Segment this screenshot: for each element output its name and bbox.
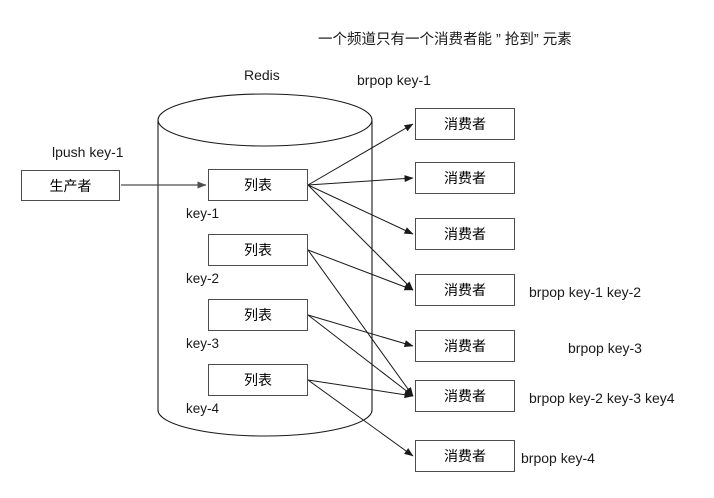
consumer-box-3[interactable]: 消费者 (415, 218, 515, 250)
consumer-label: 消费者 (444, 388, 486, 404)
consumer-box-1[interactable]: 消费者 (415, 108, 515, 140)
consumer-command-label-4: brpop key-1 key-2 (529, 284, 642, 300)
consumer-box-6[interactable]: 消费者 (415, 380, 515, 412)
arrows-from-list-key-2 (307, 249, 414, 397)
key-label-4: key-4 (186, 401, 220, 416)
consumer-label: 消费者 (444, 226, 486, 242)
consumer-label: 消费者 (444, 282, 486, 298)
producer-label: 生产者 (49, 177, 92, 194)
consumer-label: 消费者 (444, 116, 486, 132)
arrows-from-list-key-4 (307, 379, 414, 457)
producer-box[interactable]: 生产者 (21, 170, 120, 201)
key-label-3: key-3 (186, 336, 220, 351)
key-label-2: key-2 (186, 271, 220, 286)
arrows-from-list-key-1 (307, 123, 414, 291)
consumer-label: 消费者 (444, 170, 486, 186)
redis-label: Redis (244, 67, 280, 83)
consumer-label: 消费者 (444, 448, 486, 464)
list-box-key-3[interactable]: 列表 (208, 299, 308, 331)
redis-cylinder (157, 93, 373, 437)
producer-command-label: lpush key-1 (52, 144, 124, 160)
consumer-box-2[interactable]: 消费者 (415, 162, 515, 194)
consumer-command-label-7: brpop key-4 (521, 450, 595, 466)
consumer-command-label-1: brpop key-1 (357, 72, 431, 88)
consumer-box-4[interactable]: 消费者 (415, 274, 515, 306)
consumer-label: 消费者 (444, 338, 486, 354)
page-title: 一个频道只有一个消费者能 ” 抢到” 元素 (318, 32, 572, 48)
list-label: 列表 (244, 242, 272, 258)
consumer-box-5[interactable]: 消费者 (415, 330, 515, 362)
arrows-from-list-key-3 (307, 314, 414, 397)
list-label: 列表 (244, 177, 272, 193)
list-label: 列表 (244, 372, 272, 388)
key-label-1: key-1 (186, 206, 220, 221)
list-box-key-1[interactable]: 列表 (208, 169, 308, 201)
list-label: 列表 (244, 307, 272, 323)
consumer-command-label-6: brpop key-2 key-3 key4 (529, 390, 675, 406)
consumer-box-7[interactable]: 消费者 (415, 440, 515, 472)
list-box-key-2[interactable]: 列表 (208, 234, 308, 266)
list-box-key-4[interactable]: 列表 (208, 364, 308, 396)
consumer-command-label-5: brpop key-3 (568, 340, 642, 356)
